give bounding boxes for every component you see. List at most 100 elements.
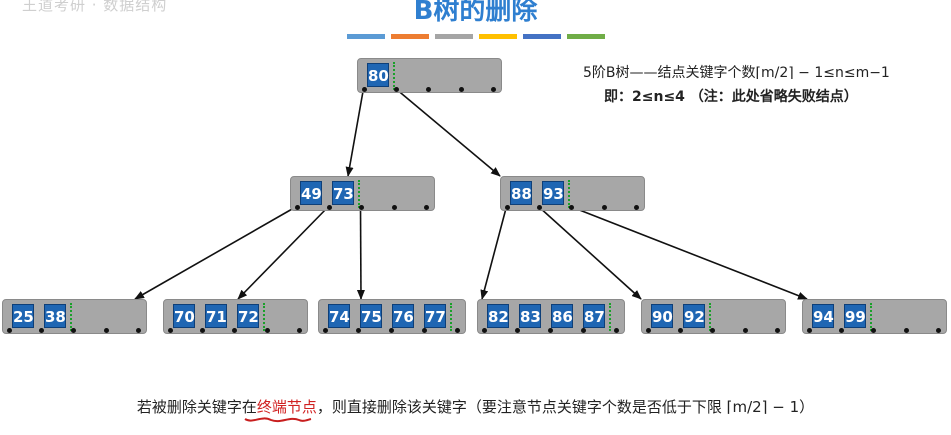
child-pointer-dot xyxy=(71,328,76,333)
key-capacity-divider xyxy=(568,180,570,208)
child-pointer-dot xyxy=(515,328,520,333)
key-cell: 80 xyxy=(367,63,389,87)
child-pointer-dot xyxy=(455,328,460,333)
child-pointer-dot xyxy=(200,328,205,333)
key-cell: 82 xyxy=(487,304,509,328)
btree-node-leaf-6: 94 99 xyxy=(802,299,947,334)
btree-node-leaf-4: 82 83 86 87 xyxy=(477,299,625,334)
btree-node-root: 80 xyxy=(357,58,502,93)
key-cell: 25 xyxy=(12,304,34,328)
child-pointer-dot xyxy=(327,205,332,210)
child-pointer-dot xyxy=(602,205,607,210)
child-pointer-dot xyxy=(743,328,748,333)
child-pointer-dot xyxy=(482,328,487,333)
btree-node-leaf-1: 25 38 xyxy=(2,299,147,334)
tree-edge xyxy=(537,205,642,300)
child-pointer-dot xyxy=(297,328,302,333)
key-cell: 87 xyxy=(583,304,605,328)
key-cell: 75 xyxy=(360,304,382,328)
key-capacity-divider xyxy=(450,303,452,331)
tree-edge xyxy=(345,88,365,177)
handwritten-underline xyxy=(244,417,312,423)
key-capacity-divider xyxy=(358,180,360,208)
btree-node-l1-left: 49 73 xyxy=(290,176,435,211)
child-pointer-dot xyxy=(775,328,780,333)
watermark-text: 王道考研 · 数据结构 xyxy=(22,0,168,14)
tree-edge xyxy=(356,206,365,300)
child-pointer-dot xyxy=(871,328,876,333)
key-cell: 70 xyxy=(173,304,195,328)
key-range-text: 即：2≤n≤4 （注：此处省略失败结点） xyxy=(604,89,858,105)
child-pointer-dot xyxy=(505,205,510,210)
page-title: B树的删除 xyxy=(413,0,538,26)
key-capacity-divider xyxy=(709,303,711,331)
key-cell: 76 xyxy=(392,304,414,328)
child-pointer-dot xyxy=(265,328,270,333)
child-pointer-dot xyxy=(295,205,300,210)
key-cell: 93 xyxy=(542,181,564,205)
child-pointer-dot xyxy=(422,328,427,333)
caption-emphasis: 终端节点 xyxy=(256,398,317,416)
child-pointer-dot xyxy=(569,205,574,210)
child-pointer-dot xyxy=(634,205,639,210)
caption-pre: 若被删除关键字在 xyxy=(136,398,257,416)
title-bar-segment xyxy=(479,34,517,39)
child-pointer-dot xyxy=(459,87,464,92)
child-pointer-dot xyxy=(392,205,397,210)
child-pointer-dot xyxy=(168,328,173,333)
child-pointer-dot xyxy=(904,328,909,333)
child-pointer-dot xyxy=(424,205,429,210)
btree-node-leaf-2: 70 71 72 xyxy=(163,299,308,334)
key-cell: 92 xyxy=(683,304,705,328)
key-cell: 72 xyxy=(237,304,259,328)
child-pointer-dot xyxy=(678,328,683,333)
btree-node-l1-right: 88 93 xyxy=(500,176,645,211)
key-cell: 88 xyxy=(510,181,532,205)
btree-node-leaf-5: 90 92 xyxy=(641,299,786,334)
child-pointer-dot xyxy=(394,87,399,92)
order-rule-text: 5阶B树——结点关键字个数⌈m/2⌉ − 1≤n≤m−1 xyxy=(583,65,890,81)
key-cell: 83 xyxy=(519,304,541,328)
deletion-caption: 若被删除关键字在终端节点，则直接删除该关键字（要注意节点关键字个数是否低于下限 … xyxy=(0,396,951,423)
child-pointer-dot xyxy=(548,328,553,333)
child-pointer-dot xyxy=(710,328,715,333)
child-pointer-dot xyxy=(614,328,619,333)
key-cell: 71 xyxy=(205,304,227,328)
caption-post: ，则直接删除该关键字（要注意节点关键字个数是否低于下限 ⌈m/2⌉ − 1） xyxy=(316,398,815,416)
child-pointer-dot xyxy=(323,328,328,333)
key-capacity-divider xyxy=(70,303,72,331)
child-pointer-dot xyxy=(356,328,361,333)
tree-edge xyxy=(237,205,330,300)
child-pointer-dot xyxy=(491,87,496,92)
child-pointer-dot xyxy=(104,328,109,333)
key-cell: 94 xyxy=(812,304,834,328)
tree-edge xyxy=(480,206,508,300)
key-cell: 49 xyxy=(300,181,322,205)
key-cell: 90 xyxy=(651,304,673,328)
key-capacity-divider xyxy=(609,303,611,331)
key-capacity-divider xyxy=(870,303,872,331)
child-pointer-dot xyxy=(136,328,141,333)
key-cell: 77 xyxy=(424,304,446,328)
key-cell: 86 xyxy=(551,304,573,328)
key-cell: 38 xyxy=(44,304,66,328)
title-bar-segment xyxy=(523,34,561,39)
title-bar-segment xyxy=(347,34,385,39)
child-pointer-dot xyxy=(7,328,12,333)
child-pointer-dot xyxy=(839,328,844,333)
child-pointer-dot xyxy=(39,328,44,333)
key-cell: 73 xyxy=(332,181,354,205)
child-pointer-dot xyxy=(936,328,941,333)
title-bar-segment xyxy=(391,34,429,39)
key-cell: 99 xyxy=(844,304,866,328)
title-bar-segment xyxy=(567,34,605,39)
key-capacity-divider xyxy=(263,303,265,331)
child-pointer-dot xyxy=(389,328,394,333)
child-pointer-dot xyxy=(537,205,542,210)
child-pointer-dot xyxy=(646,328,651,333)
key-cell: 74 xyxy=(328,304,350,328)
child-pointer-dot xyxy=(362,87,367,92)
btree-node-leaf-3: 74 75 76 77 xyxy=(318,299,466,334)
title-bar-segment xyxy=(435,34,473,39)
